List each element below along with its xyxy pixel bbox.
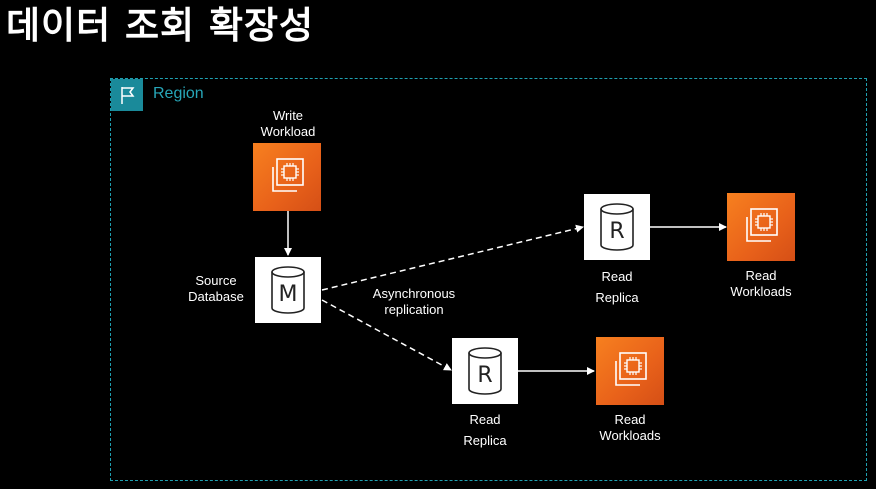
read-replica-bottom-label: Read Replica <box>463 412 507 448</box>
read-replica-bottom-node: R <box>452 338 518 404</box>
write-workload-node <box>253 143 321 211</box>
ec2-instance-icon <box>272 158 304 192</box>
arrow-source-to-replica-bottom <box>321 299 452 371</box>
replication-label: Asynchronous replication <box>372 286 456 317</box>
ec2-instance-icon <box>746 208 778 242</box>
read-workloads-bottom-node <box>596 337 664 405</box>
database-icon: R <box>600 203 634 251</box>
read-workloads-top-label: Read Workloads <box>730 268 792 299</box>
write-workload-label: Write Workload <box>260 108 316 139</box>
source-database-label: Source Database <box>188 273 244 304</box>
database-icon: M <box>271 266 305 314</box>
page-title: 데이터 조회 확장성 <box>6 4 315 47</box>
read-replica-top-label: Read Replica <box>595 269 639 305</box>
source-database-node: M <box>255 257 321 323</box>
database-letter: M <box>279 282 298 307</box>
arrow-source-to-replica-top <box>321 224 584 291</box>
ec2-instance-icon <box>615 352 647 386</box>
read-workloads-bottom-label: Read Workloads <box>599 412 661 443</box>
region-label: Region <box>153 85 204 102</box>
database-icon: R <box>468 347 502 395</box>
read-replica-top-node: R <box>584 194 650 260</box>
region-boundary: Region <box>110 78 867 481</box>
flag-icon <box>111 79 143 111</box>
database-letter: R <box>609 219 624 244</box>
read-workloads-top-node <box>727 193 795 261</box>
database-letter: R <box>477 363 492 388</box>
